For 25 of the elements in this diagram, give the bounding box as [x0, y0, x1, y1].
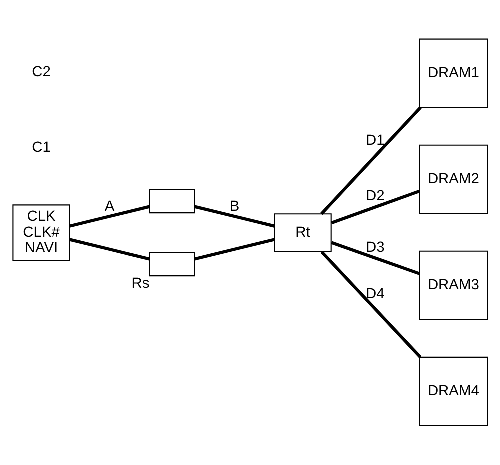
connector — [69, 205, 150, 228]
connector — [194, 238, 274, 261]
edge-label: D1 — [366, 133, 384, 150]
connector — [194, 205, 274, 228]
node-box: DRAM1 — [418, 38, 488, 108]
node-box — [148, 189, 195, 214]
connector — [330, 241, 420, 276]
node-label: Rs — [131, 276, 150, 292]
label: C2 — [32, 64, 50, 80]
node-box: DRAM3 — [418, 250, 488, 320]
connector — [69, 238, 150, 261]
edge-label: A — [104, 199, 114, 216]
label: C1 — [32, 140, 50, 156]
connector — [320, 106, 422, 216]
edge-label: D2 — [366, 188, 384, 205]
connector — [320, 251, 422, 358]
edge-label: D4 — [366, 286, 384, 302]
edge-label: D3 — [366, 240, 384, 256]
node-box: Rt — [274, 214, 332, 252]
edge-label: B — [229, 199, 240, 216]
node-box — [148, 252, 195, 277]
node-box: DRAM4 — [418, 356, 488, 426]
node-box: CLK CLK# NAVI — [12, 204, 70, 262]
node-box: DRAM2 — [418, 144, 488, 214]
connector — [330, 190, 420, 225]
